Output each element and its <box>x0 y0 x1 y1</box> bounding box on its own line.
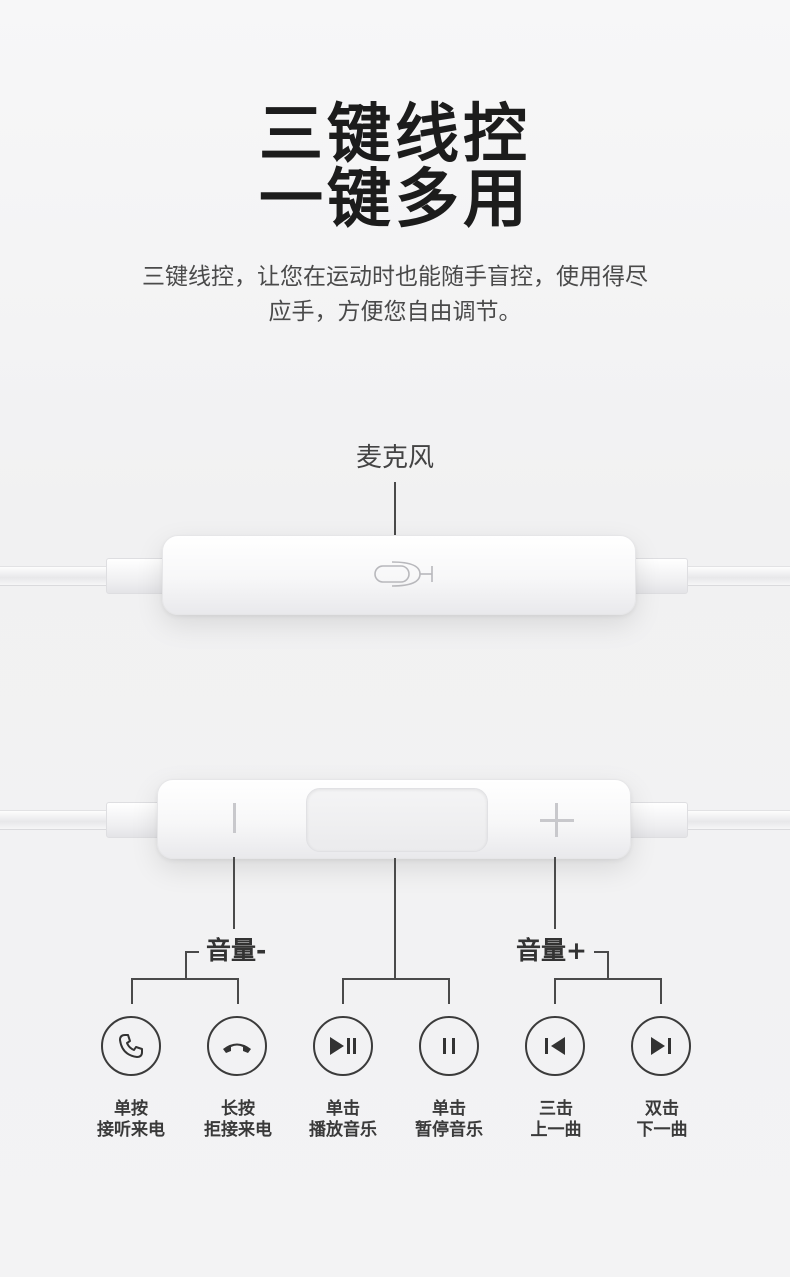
next-track-icon <box>631 1016 691 1076</box>
vol-down-bracket-v <box>185 951 187 979</box>
split-right <box>554 978 662 980</box>
headline-line-1: 三键线控 <box>259 98 531 172</box>
cable-sleeve-left <box>106 558 168 594</box>
control-caption-play: 单击 播放音乐 <box>288 1099 398 1141</box>
microphone-label: 麦克风 <box>355 443 434 473</box>
control-caption-answer: 单按 接听来电 <box>76 1099 186 1141</box>
center-pointer <box>394 858 396 979</box>
cable-sleeve-left-2 <box>106 802 164 838</box>
split-right-a <box>554 978 556 1004</box>
caption-function: 上一曲 <box>530 1120 582 1140</box>
vol-down-bracket-h <box>185 951 199 953</box>
volume-up-button[interactable] <box>520 790 590 848</box>
split-center <box>342 978 450 980</box>
caption-function: 接听来电 <box>97 1120 165 1140</box>
volume-up-label: 音量+ <box>516 936 587 965</box>
caption-action: 长按 <box>221 1099 255 1119</box>
cable-right-2 <box>684 810 790 830</box>
previous-track-icon <box>525 1016 585 1076</box>
cable-right <box>684 566 790 586</box>
cable-left-2 <box>0 810 110 830</box>
volume-down-label: 音量- <box>206 936 267 965</box>
vol-up-bracket-v <box>607 951 609 979</box>
cable-sleeve-right <box>630 558 688 594</box>
play-pause-icon <box>313 1016 373 1076</box>
phone-answer-icon <box>101 1016 161 1076</box>
caption-function: 暂停音乐 <box>415 1120 483 1140</box>
description-line-2: 应手，方便您自由调节。 <box>268 299 522 325</box>
minus-icon <box>233 803 236 833</box>
control-caption-pause: 单击 暂停音乐 <box>394 1099 504 1141</box>
caption-action: 单击 <box>326 1099 360 1119</box>
microphone-hole-icon <box>374 561 433 587</box>
split-left-a <box>131 978 133 1004</box>
caption-action: 双击 <box>645 1099 679 1119</box>
headline-line-2: 一键多用 <box>259 163 531 237</box>
split-left <box>131 978 239 980</box>
caption-function: 下一曲 <box>636 1120 688 1140</box>
cable-sleeve-right-2 <box>626 802 688 838</box>
split-left-b <box>237 978 239 1004</box>
control-caption-reject: 长按 拒接来电 <box>183 1099 293 1141</box>
split-right-b <box>660 978 662 1004</box>
pause-icon <box>419 1016 479 1076</box>
remote-body-top <box>162 535 636 615</box>
split-center-b <box>448 978 450 1004</box>
control-caption-next: 双击 下一曲 <box>607 1099 717 1141</box>
description-line-1: 三键线控，让您在运动时也能随手盲控，使用得尽 <box>142 264 648 290</box>
volume-down-button[interactable] <box>200 790 270 848</box>
caption-action: 三击 <box>539 1099 573 1119</box>
caption-action: 单按 <box>114 1099 148 1119</box>
caption-action: 单击 <box>432 1099 466 1119</box>
cable-left <box>0 566 110 586</box>
split-center-a <box>342 978 344 1004</box>
phone-hangup-icon <box>207 1016 267 1076</box>
volume-up-pointer <box>554 857 556 929</box>
caption-function: 拒接来电 <box>204 1120 272 1140</box>
play-pause-button[interactable] <box>306 788 488 852</box>
microphone-pointer-line <box>394 482 396 536</box>
control-caption-previous: 三击 上一曲 <box>501 1099 611 1141</box>
caption-function: 播放音乐 <box>309 1120 377 1140</box>
volume-down-pointer <box>233 857 235 929</box>
vol-up-bracket-h <box>594 951 608 953</box>
